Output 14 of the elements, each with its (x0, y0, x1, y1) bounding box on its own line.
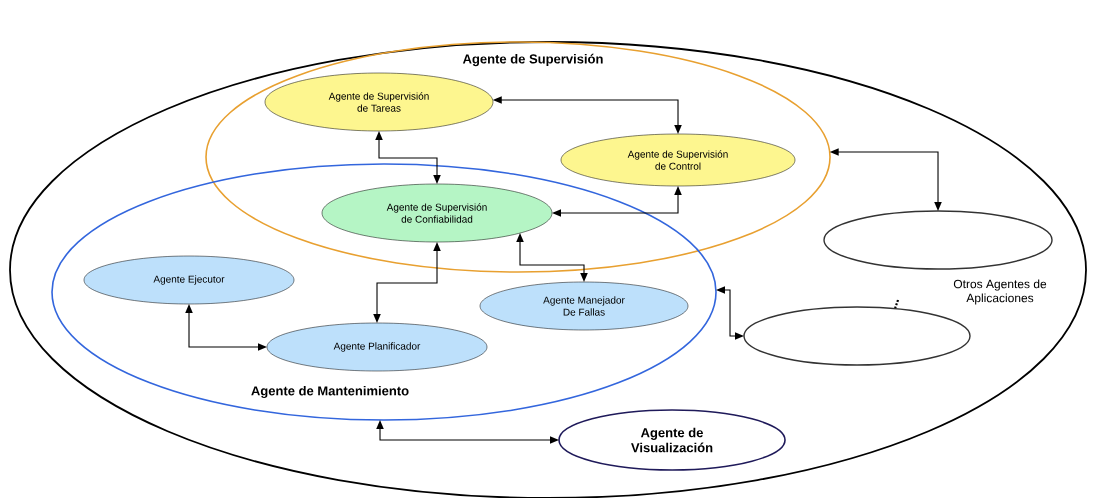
empty-ellipse (743, 306, 971, 366)
arrow (829, 148, 942, 211)
arrow (375, 131, 441, 184)
empty-ellipse (823, 210, 1053, 270)
arrow (185, 304, 267, 351)
arrow (376, 420, 559, 444)
arrow (516, 233, 588, 282)
arrow (373, 242, 441, 323)
arrow (552, 186, 682, 217)
note-text: Otros Agentes de Aplicaciones (953, 279, 1047, 305)
group-heading: Agente de Mantenimiento (251, 385, 409, 399)
arrow (492, 96, 682, 134)
group-heading: Agente de Supervisión (462, 53, 603, 67)
arrow (715, 286, 744, 340)
